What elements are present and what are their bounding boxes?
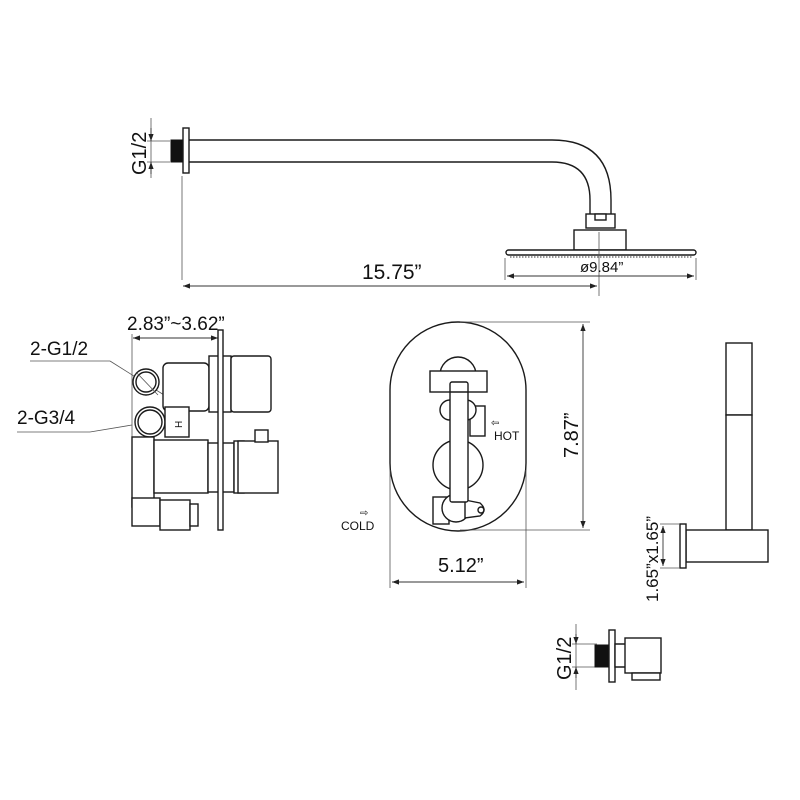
valve-depth-label: 2.83”~3.62” <box>127 314 225 335</box>
port-large-label: 2-G3/4 <box>17 408 76 429</box>
head-diameter-label: ø9.84” <box>580 259 623 276</box>
arm-length-label: 15.75” <box>362 261 422 284</box>
wall-outlet-assembly: G1/2 <box>554 624 662 690</box>
trim-plate-assembly: 7.87” 5.12” ⇦ HOT ⇨ COLD <box>341 321 590 588</box>
cold-label: COLD <box>341 519 375 533</box>
shower-arm-assembly: G1/2 ø9.84” 15.75” <box>129 118 697 296</box>
plate-height-label: 7.87” <box>561 412 583 458</box>
hot-label: HOT <box>494 429 520 443</box>
outlet-connection-label: G1/2 <box>554 637 576 680</box>
bracket-size-label: 1.65”x1.65” <box>643 516 662 602</box>
hot-arrow-icon: ⇦ <box>491 418 499 429</box>
hand-shower-assembly: 1.65”x1.65” <box>643 342 769 602</box>
port-small-label: 2-G1/2 <box>30 339 88 360</box>
plate-width-label: 5.12” <box>438 555 484 577</box>
hot-port-mark: H <box>174 421 185 428</box>
arm-connection-label: G1/2 <box>129 132 151 175</box>
valve-body-assembly: 2.83”~3.62” 2-G1/2 2-G3/4 H <box>17 314 279 531</box>
cold-arrow-icon: ⇨ <box>360 508 368 519</box>
